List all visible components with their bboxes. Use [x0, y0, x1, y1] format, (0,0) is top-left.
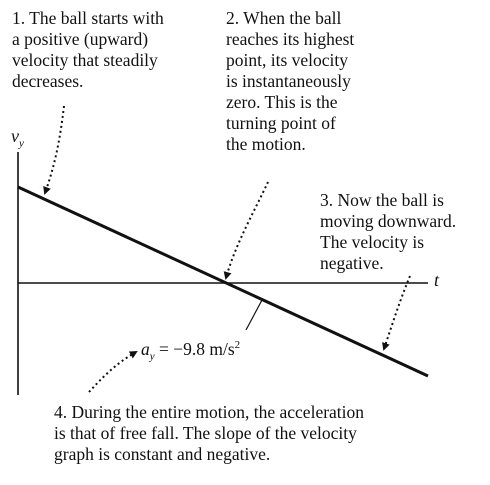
accel-value: = −9.8 m/s: [154, 339, 235, 359]
accel-symbol: a: [141, 339, 150, 359]
arrow-note3: [382, 275, 411, 351]
accel-exponent: 2: [234, 339, 241, 352]
annotation-turning-point: 2. When the ball reaches its highest poi…: [226, 8, 355, 154]
annotation-free-fall: 4. During the entire motion, the acceler…: [54, 402, 365, 464]
arrow-note2: [223, 181, 269, 280]
annotation-start: 1. The ball starts with a positive (upwa…: [12, 8, 164, 91]
velocity-line: [17, 185, 429, 378]
vy-symbol: v: [11, 126, 19, 146]
vy-subscript: y: [19, 137, 24, 150]
annotation-downward: 3. Now the ball is moving downward. The …: [320, 190, 457, 273]
acceleration-leader: [245, 299, 263, 331]
arrow-note1: [43, 105, 65, 195]
vy-axis-label: vy: [11, 126, 24, 150]
acceleration-label: ay = −9.8 m/s2: [141, 339, 240, 363]
arrow-note4: [88, 351, 138, 393]
accel-subscript: y: [149, 350, 155, 363]
t-axis-label: t: [434, 270, 440, 290]
